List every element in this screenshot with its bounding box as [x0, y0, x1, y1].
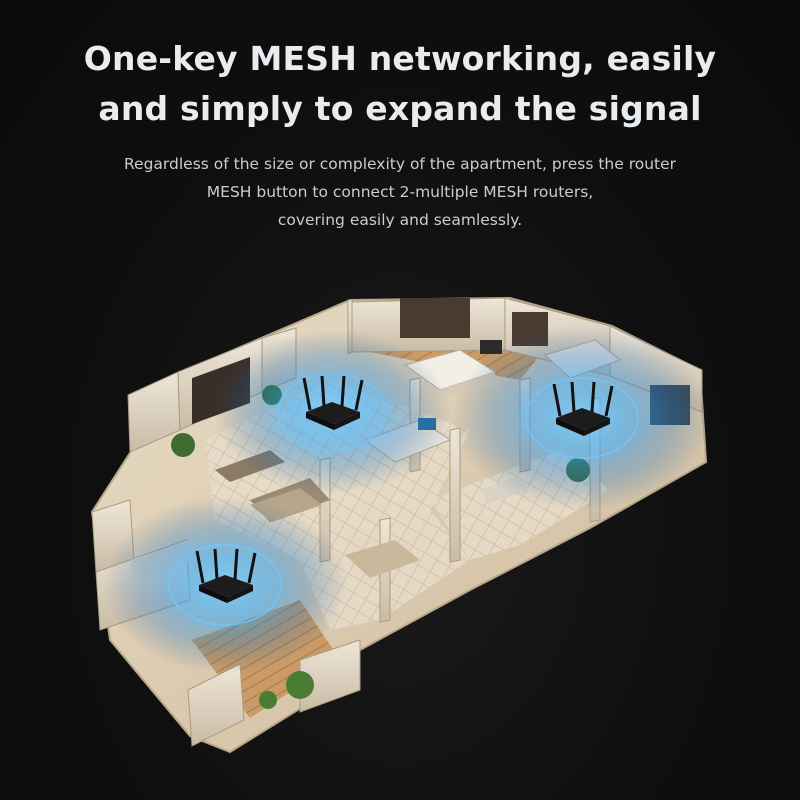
- headline-line-2: and simply to expand the signal: [98, 89, 702, 128]
- headline-line-1: One-key MESH networking, easily: [83, 39, 717, 78]
- description: Regardless of the size or complexity of …: [0, 150, 800, 234]
- router-icon: [195, 548, 257, 603]
- description-line-3: covering easily and seamlessly.: [277, 211, 523, 229]
- description-line-1: Regardless of the size or complexity of …: [123, 155, 677, 173]
- description-line-2: MESH button to connect 2-multiple MESH r…: [206, 183, 594, 201]
- router-icon: [552, 381, 614, 436]
- router-icon: [302, 375, 364, 430]
- headline: One-key MESH networking, easily and simp…: [0, 34, 800, 134]
